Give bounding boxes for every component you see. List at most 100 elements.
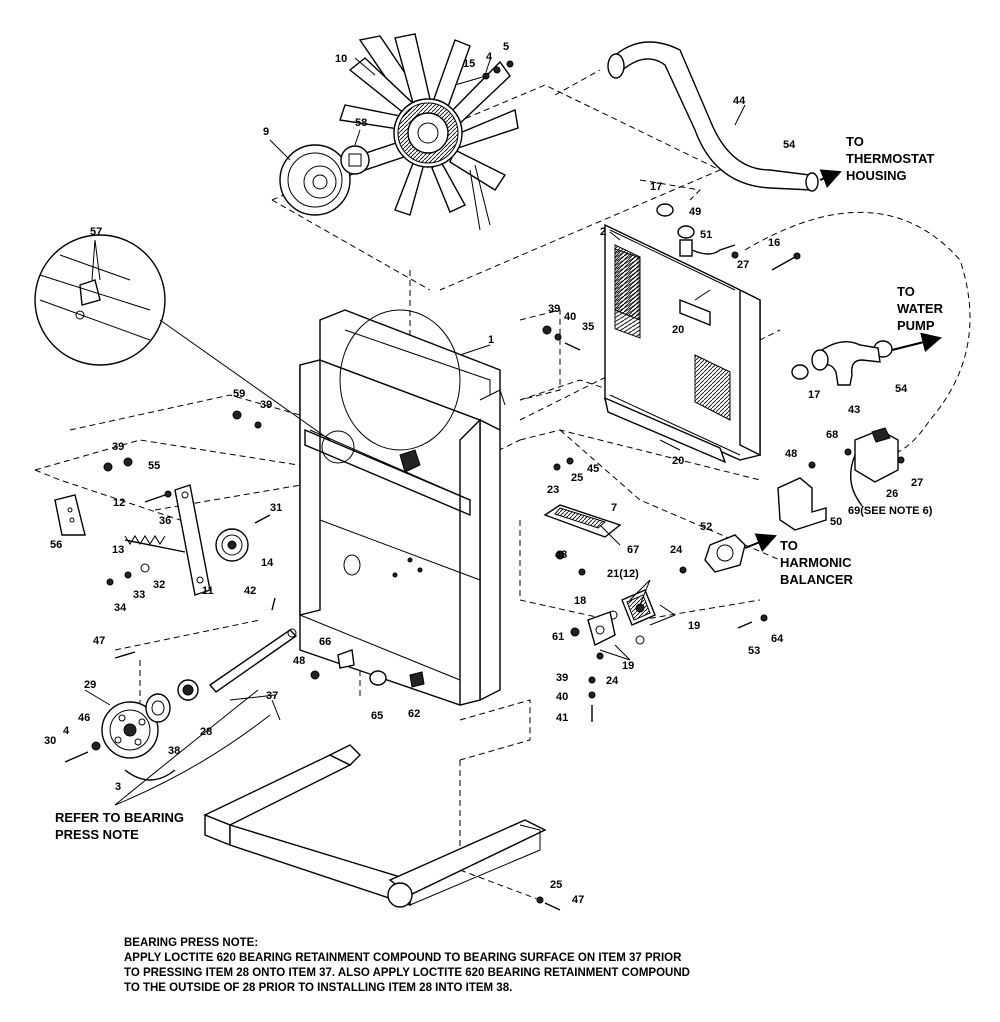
fan-hardware bbox=[454, 60, 514, 86]
tensioner-bracket bbox=[54, 494, 86, 536]
bottle-bracket bbox=[777, 461, 827, 531]
label-b24b: 24 bbox=[606, 675, 619, 687]
label-b29: 29 bbox=[84, 679, 96, 691]
part-labels: 10 4 5 15 9 58 44 54 17 49 51 2 16 27 1 … bbox=[44, 41, 933, 906]
label-b4b: 4 bbox=[63, 725, 70, 737]
label-b55: 55 bbox=[148, 460, 160, 472]
callout-harmonic-balancer: TO HARMONIC BALANCER bbox=[780, 538, 854, 587]
note-line-3: TO THE OUTSIDE OF 28 PRIOR TO INSTALLING… bbox=[124, 982, 512, 994]
upper-radiator-hose bbox=[607, 41, 842, 192]
leader-lines bbox=[84, 57, 746, 806]
note-heading: BEARING PRESS NOTE: bbox=[124, 937, 258, 949]
svg-text:HARMONIC: HARMONIC bbox=[780, 555, 852, 570]
label-detail: 57 bbox=[90, 226, 102, 238]
svg-text:HOUSING: HOUSING bbox=[846, 168, 907, 183]
svg-text:TO: TO bbox=[846, 134, 864, 149]
label-b61: 61 bbox=[552, 631, 564, 643]
label-b64: 64 bbox=[771, 633, 784, 645]
label-b67: 67 bbox=[627, 544, 639, 556]
bearing-housing bbox=[145, 679, 199, 723]
label-b59: 59 bbox=[233, 388, 245, 400]
label-b48b: 48 bbox=[785, 448, 797, 460]
label-fan: 10 bbox=[335, 53, 347, 65]
note-line-2: TO PRESSING ITEM 28 ONTO ITEM 37. ALSO A… bbox=[124, 967, 690, 979]
label-cap: 49 bbox=[689, 206, 701, 218]
label-b14: 14 bbox=[261, 557, 274, 569]
label-b17b: 17 bbox=[808, 389, 820, 401]
label-b50: 50 bbox=[830, 516, 842, 528]
left-hardware bbox=[103, 410, 276, 611]
label-elbow: 43 bbox=[848, 404, 860, 416]
label-b13: 13 bbox=[112, 544, 124, 556]
label-b28: 28 bbox=[200, 726, 212, 738]
note-line-1: APPLY LOCTITE 620 BEARING RETAINMENT COM… bbox=[124, 952, 682, 964]
fan-shaft bbox=[208, 628, 298, 693]
label-b56: 56 bbox=[50, 539, 62, 551]
svg-text:BALANCER: BALANCER bbox=[780, 572, 854, 587]
label-b7: 7 bbox=[611, 502, 617, 514]
label-clamp-27a: 27 bbox=[737, 259, 749, 271]
detail-view-circle bbox=[34, 234, 355, 464]
harmonic-drive-hub bbox=[704, 533, 777, 573]
label-radiator: 2 bbox=[600, 226, 606, 238]
label-hub-spacer: 58 bbox=[355, 117, 367, 129]
label-b40a: 40 bbox=[564, 311, 576, 323]
callout-refer-bearing: REFER TO BEARING PRESS NOTE bbox=[55, 810, 184, 842]
label-b21: 21(12) bbox=[607, 568, 639, 580]
label-b25b: 25 bbox=[550, 879, 562, 891]
label-b48a: 48 bbox=[555, 549, 567, 561]
label-b3: 3 bbox=[115, 781, 121, 793]
label-frame: 1 bbox=[488, 334, 494, 346]
overflow-bottle bbox=[844, 427, 905, 507]
label-b40b: 40 bbox=[556, 691, 568, 703]
overflow-hose-route bbox=[744, 211, 971, 456]
label-fan-washer: 4 bbox=[486, 51, 493, 63]
svg-text:PUMP: PUMP bbox=[897, 318, 935, 333]
svg-text:TO: TO bbox=[897, 284, 915, 299]
label-b37: 37 bbox=[266, 690, 278, 702]
label-b42: 42 bbox=[244, 585, 256, 597]
label-clamp-top: 17 bbox=[650, 181, 662, 193]
hub-spacer bbox=[340, 145, 370, 175]
label-b39b: 39 bbox=[260, 399, 272, 411]
radiator-mount-hardware bbox=[542, 325, 581, 351]
bearing-press-note: BEARING PRESS NOTE: APPLY LOCTITE 620 BE… bbox=[124, 937, 690, 994]
label-b36: 36 bbox=[159, 515, 171, 527]
label-b45: 45 bbox=[587, 463, 599, 475]
label-b32: 32 bbox=[153, 579, 165, 591]
right-hardware bbox=[570, 566, 768, 722]
label-b47a: 47 bbox=[93, 635, 105, 647]
label-b47b: 47 bbox=[572, 894, 584, 906]
label-b69: 69(SEE NOTE 6) bbox=[848, 505, 933, 517]
label-b23: 23 bbox=[547, 484, 559, 496]
label-b52: 52 bbox=[700, 521, 712, 533]
label-b11: 11 bbox=[202, 585, 214, 597]
baffle-plate bbox=[543, 457, 622, 560]
label-b39c: 39 bbox=[112, 441, 124, 453]
label-clamp54b: 54 bbox=[895, 383, 908, 395]
label-b19b: 19 bbox=[622, 660, 634, 672]
svg-text:REFER TO BEARING: REFER TO BEARING bbox=[55, 810, 184, 825]
svg-text:WATER: WATER bbox=[897, 301, 944, 316]
label-b66: 66 bbox=[319, 636, 331, 648]
label-b62: 62 bbox=[408, 708, 420, 720]
drive-pulley bbox=[101, 701, 176, 781]
bearing-plate bbox=[608, 589, 656, 645]
label-b20a: 20 bbox=[672, 324, 684, 336]
label-b68: 68 bbox=[826, 429, 838, 441]
label-b20b: 20 bbox=[672, 455, 684, 467]
label-pulley: 9 bbox=[263, 126, 269, 138]
idler-bracket bbox=[587, 611, 616, 647]
svg-text:PRESS NOTE: PRESS NOTE bbox=[55, 827, 139, 842]
label-fan-bolt: 5 bbox=[503, 41, 509, 53]
label-b27b: 27 bbox=[911, 477, 923, 489]
label-b46: 46 bbox=[78, 712, 90, 724]
label-b38: 38 bbox=[168, 745, 180, 757]
radiator-mount-bars bbox=[604, 396, 727, 464]
callout-water-pump: TO WATER PUMP bbox=[897, 284, 944, 333]
label-clamp-upper: 54 bbox=[783, 139, 796, 151]
svg-text:THERMOSTAT: THERMOSTAT bbox=[846, 151, 934, 166]
lower-elbow-hose bbox=[811, 332, 942, 386]
label-b53: 53 bbox=[748, 645, 760, 657]
